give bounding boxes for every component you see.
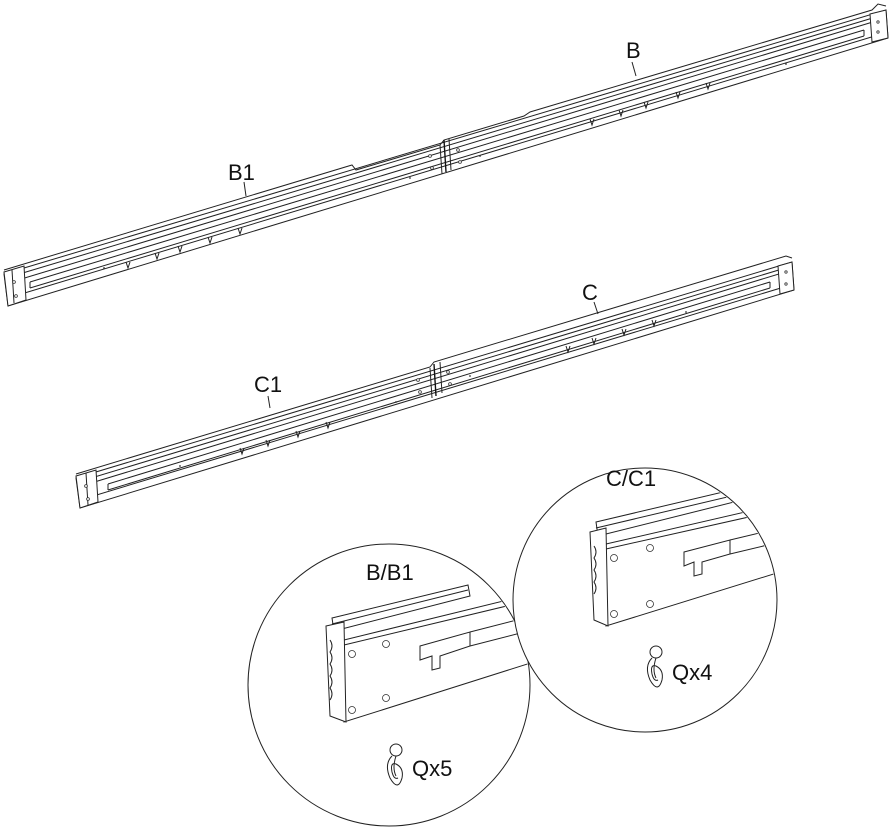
rail-c-c1 bbox=[76, 256, 794, 508]
label-c: C bbox=[582, 280, 598, 305]
label-detail-b-b1: B/B1 bbox=[366, 560, 414, 585]
label-b1: B1 bbox=[228, 160, 255, 185]
label-c1: C1 bbox=[254, 372, 282, 397]
label-b: B bbox=[626, 38, 641, 63]
rail-b-b1 bbox=[4, 4, 888, 306]
detail-b-b1 bbox=[248, 544, 540, 826]
label-detail-c-c1: C/C1 bbox=[606, 466, 656, 491]
label-qty-c: Qx4 bbox=[672, 660, 712, 685]
detail-c-c1 bbox=[513, 468, 780, 732]
label-qty-b: Qx5 bbox=[412, 756, 452, 781]
